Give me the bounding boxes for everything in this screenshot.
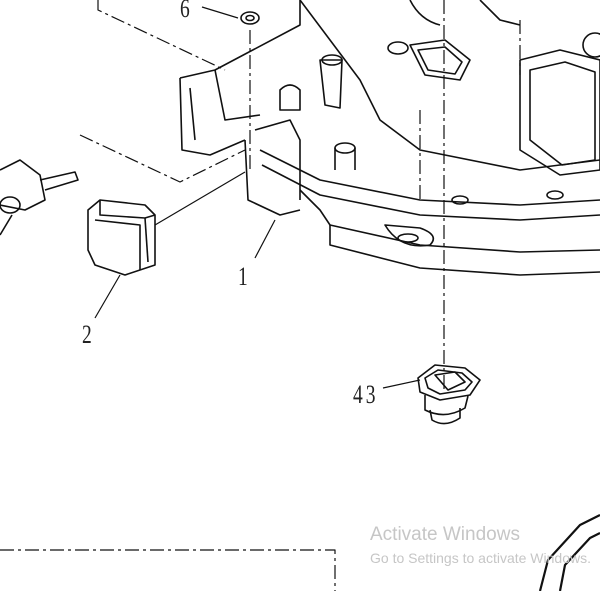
plug-part-43 [417,364,481,425]
callout-1: 1 [238,262,248,291]
callout-leaders [94,6,421,389]
sensor-part [0,159,79,236]
callout-43: 43 [353,380,379,409]
activate-windows-title: Activate Windows [370,524,520,545]
lower-right-part [538,514,600,591]
leader-lines [0,0,521,591]
cap-part-2 [87,199,156,276]
callout-6: 6 [180,0,190,23]
activate-windows-subtitle: Go to Settings to activate Windows. [370,550,591,566]
o-ring-part-6 [240,11,260,25]
callout-2: 2 [82,320,92,349]
frame-part-1 [179,0,600,276]
